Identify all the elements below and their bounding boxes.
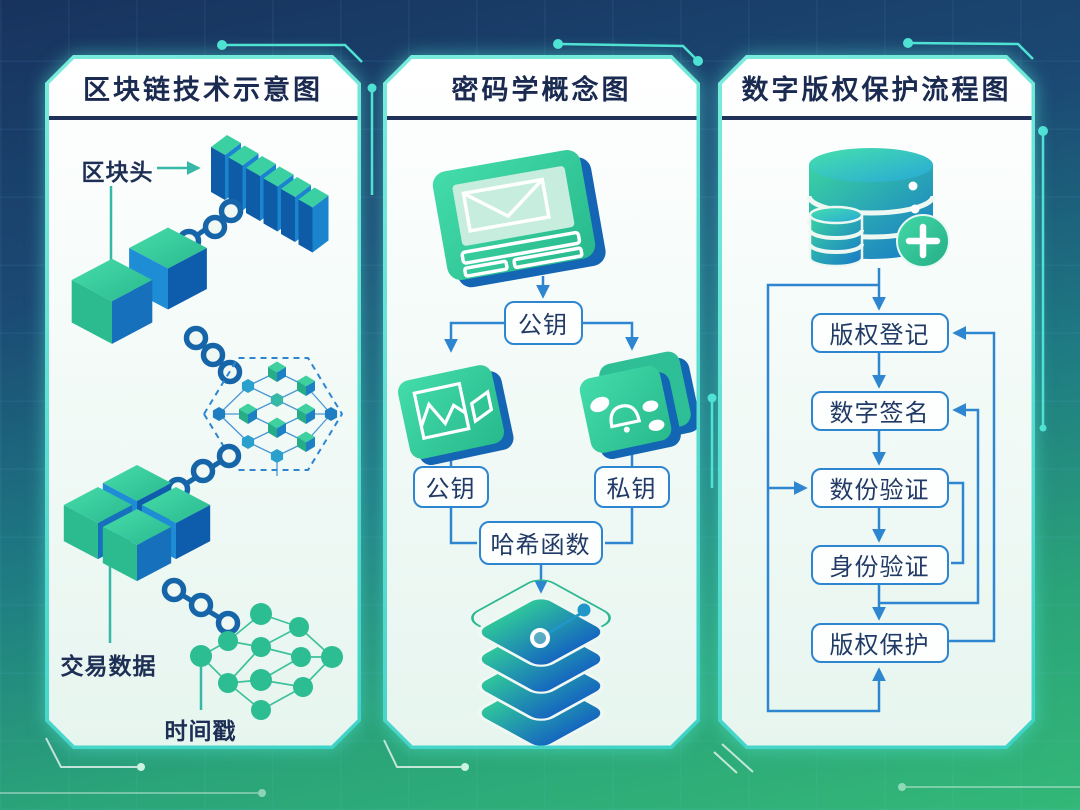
step-copyright-registration: 版权登记 — [811, 313, 949, 353]
label-transaction-data: 交易数据 — [60, 652, 157, 679]
bottom-circuit-dots — [137, 763, 906, 797]
panel-cryptography-title: 密码学概念图 — [451, 74, 632, 105]
node-public-key-top: 公钥 — [504, 301, 583, 345]
header-divider — [387, 116, 697, 120]
label-connectors — [110, 168, 201, 710]
hexagon-network-icon — [204, 358, 342, 476]
step-identity-verification: 身份验证 — [811, 545, 949, 585]
node-hash-function: 哈希函数 — [479, 521, 603, 565]
panel-copyright-title: 数字版权保护流程图 — [741, 74, 1012, 105]
pin-icon — [532, 603, 591, 646]
block-slabs-icon — [211, 135, 329, 253]
label-timestamp: 时间戳 — [164, 717, 237, 744]
cube-icon — [71, 227, 206, 343]
panel-cryptography: 密码学概念图 — [383, 55, 700, 749]
panel-blockchain: 区块链技术示意图 — [45, 55, 361, 749]
label-block-header: 区块头 — [81, 158, 154, 185]
node-private-key: 私钥 — [594, 466, 670, 508]
copyright-flow-diagram — [722, 120, 1032, 746]
small-database-icon — [810, 207, 862, 266]
blockchain-diagram — [49, 120, 358, 746]
flow-connectors — [768, 268, 994, 711]
node-network-icon — [190, 603, 343, 720]
cryptography-diagram — [387, 120, 697, 746]
header-divider — [722, 116, 1032, 120]
plus-badge-icon — [897, 215, 949, 267]
panel-blockchain-title: 区块链技术示意图 — [49, 59, 358, 116]
panel-copyright: 数字版权保护流程图 — [718, 55, 1035, 749]
database-icon — [809, 148, 949, 267]
node-public-key: 公钥 — [413, 466, 489, 508]
step-copy-verification: 数份验证 — [811, 468, 949, 508]
step-copyright-protection: 版权保护 — [811, 623, 949, 663]
bell-cards-icon — [575, 347, 697, 462]
image-card-icon — [395, 361, 515, 469]
chain-link-icon — [186, 328, 239, 381]
page-title: 区块链技术示意图 — [83, 74, 323, 105]
chain-link-icon — [164, 580, 237, 632]
data-stack-icon — [464, 576, 616, 746]
step-digital-signature: 数字签名 — [811, 391, 949, 431]
message-screen-icon — [430, 146, 607, 291]
header-divider — [49, 116, 358, 120]
